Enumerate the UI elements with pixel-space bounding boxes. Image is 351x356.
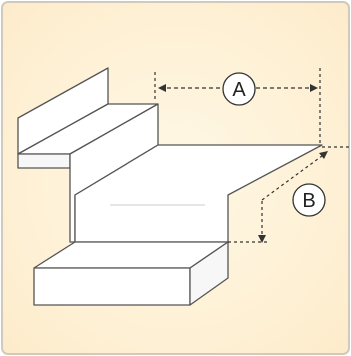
dimension-a bbox=[154, 68, 321, 145]
upper-flange-front bbox=[17, 153, 71, 169]
dim-b-slant bbox=[261, 152, 327, 201]
lower-flange-side bbox=[189, 241, 229, 306]
metal-profile bbox=[17, 67, 323, 306]
dim-a-circle bbox=[222, 72, 256, 106]
dim-b-label: B bbox=[302, 190, 315, 212]
dim-b-arrow-top bbox=[319, 151, 328, 159]
dim-a-label: A bbox=[232, 79, 246, 101]
dim-a-arrow-right bbox=[310, 84, 318, 92]
lower-flange-front bbox=[33, 267, 191, 306]
dimension-b bbox=[228, 146, 350, 243]
dim-a-arrow-left bbox=[158, 84, 166, 92]
dim-b-circle bbox=[292, 183, 326, 217]
dim-b-arrow-bottom bbox=[258, 235, 266, 243]
